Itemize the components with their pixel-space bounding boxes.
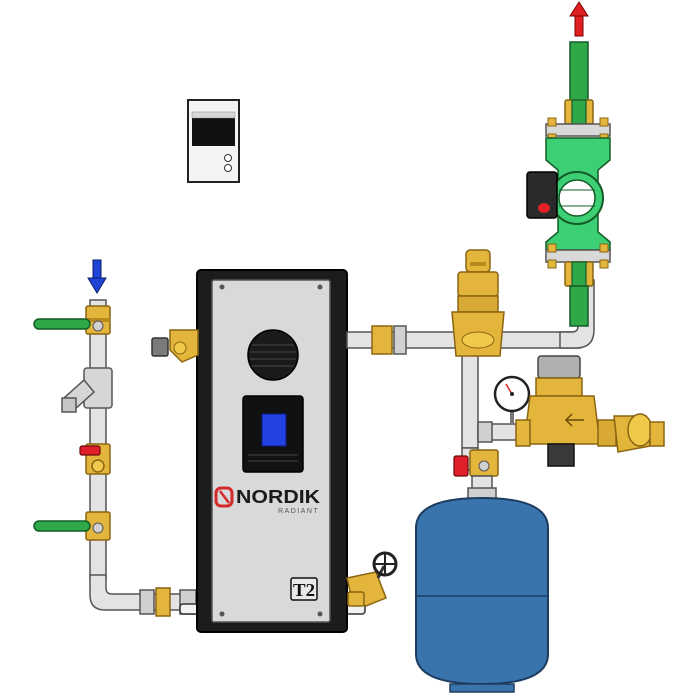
y-strainer: [61, 367, 113, 413]
brand-logo-mark-icon: [214, 486, 234, 508]
badge-text: T2: [293, 580, 315, 600]
outlet-arrow-icon: [569, 1, 589, 37]
thermostat[interactable]: [187, 99, 240, 183]
tank-isolation-valve[interactable]: [453, 447, 499, 491]
drain-valve-left[interactable]: [79, 443, 111, 475]
pump-indicator-icon: [538, 203, 550, 213]
fill-valve[interactable]: [515, 355, 601, 467]
air-separator: [451, 249, 505, 357]
valve-handle-icon[interactable]: [33, 318, 91, 330]
red-valve-handle-icon[interactable]: [453, 455, 469, 477]
backflow-fitting: [597, 413, 665, 453]
valve-handle-icon[interactable]: [33, 520, 91, 532]
expansion-tank: [415, 487, 549, 693]
vent-grille-icon: [247, 329, 299, 381]
thermostat-button-icon[interactable]: [224, 154, 232, 162]
brand-logo: NORDIK RADIANT: [214, 486, 320, 515]
thermostat-button-icon[interactable]: [224, 164, 232, 172]
pressure-relief-valve[interactable]: [151, 329, 199, 363]
circulator-pump-assembly: [526, 41, 611, 327]
brand-name: NORDIK: [236, 487, 320, 507]
handwheel-icon[interactable]: [372, 551, 398, 577]
valve-handle-icon[interactable]: [571, 99, 587, 125]
boiler-display: [261, 413, 287, 447]
outlet-ball-valve-left[interactable]: [33, 511, 111, 541]
boiler-drain-valve[interactable]: [346, 551, 398, 607]
brand-subname: RADIANT: [278, 508, 319, 515]
inlet-ball-valve[interactable]: [33, 305, 111, 335]
valve-handle-icon[interactable]: [571, 261, 587, 287]
pressure-gauge: [493, 375, 531, 424]
electric-boiler: NORDIK RADIANT T2: [179, 269, 366, 633]
supply-piping-right: [346, 279, 595, 449]
t2-badge: T2: [290, 577, 318, 601]
red-valve-handle-icon[interactable]: [79, 445, 101, 456]
inlet-arrow-icon: [87, 259, 107, 294]
